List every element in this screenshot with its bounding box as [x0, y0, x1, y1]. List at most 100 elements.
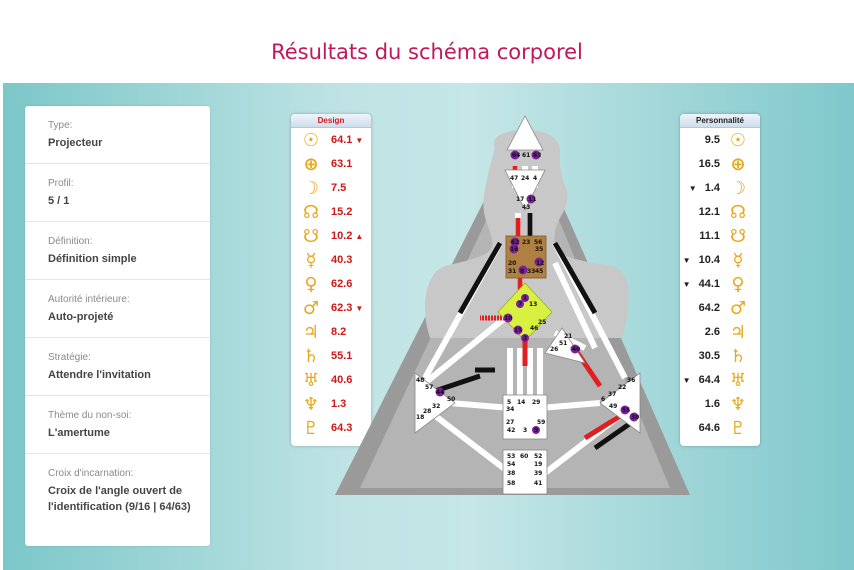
moon-icon: ☽ — [729, 177, 747, 199]
gate-label: 58 — [507, 480, 515, 487]
gate-line-value: 44.1 — [698, 278, 720, 290]
gate-label: 37 — [608, 391, 616, 398]
gate-line-value: 64.3 — [331, 422, 353, 434]
gate-label: 64 — [512, 152, 520, 159]
gate-label: 8 — [520, 268, 524, 275]
design-row: ⊕63.1 — [291, 152, 371, 176]
info-label: Type: — [48, 120, 73, 131]
direction-arrow: ▼ — [682, 279, 691, 289]
design-rows: ☉64.1▼⊕63.1☽7.5☊15.2☋10.2▲☿40.3♀62.6♂62.… — [291, 128, 371, 440]
gate-badge — [513, 325, 523, 335]
design-panel: Design ☉64.1▼⊕63.1☽7.5☊15.2☋10.2▲☿40.3♀6… — [291, 114, 371, 446]
saturn-icon: ♄ — [729, 345, 747, 367]
gate-label: 16 — [510, 246, 518, 253]
personality-row: 16.5⊕ — [680, 152, 760, 176]
gate-label: 63 — [533, 152, 541, 159]
gate-line-value: 11.1 — [699, 230, 720, 242]
gate-label: 28 — [423, 408, 431, 415]
gate-label: 41 — [534, 480, 542, 487]
gate-label: 27 — [506, 419, 514, 426]
gate-label: 4 — [533, 175, 537, 182]
gate-label: 18 — [416, 414, 424, 421]
gate-label: 52 — [534, 453, 542, 460]
info-value: L'amertume — [48, 427, 110, 439]
gate-label: 56 — [534, 239, 542, 246]
gate-line-value: 12.1 — [698, 206, 720, 218]
chart-info-card: Type: Projecteur Profil: 5 / 1 Définitio… — [25, 106, 210, 546]
direction-arrow: ▼ — [355, 135, 364, 145]
channel-35-36-personality — [552, 241, 598, 315]
gate-line-value: 64.2 — [698, 302, 720, 314]
personality-row: 30.5 ♄ — [680, 344, 760, 368]
neptune-icon: ♆ — [729, 393, 747, 415]
gate-line-value: 7.5 — [331, 182, 347, 194]
gate-label: 31 — [508, 268, 516, 275]
earth-icon: ⊕ — [730, 153, 746, 175]
info-value: Attendre l'invitation — [48, 369, 151, 381]
gate-line-value: 1.4 — [704, 182, 720, 194]
gate-label: 50 — [447, 396, 455, 403]
gate-line-value: 63.1 — [331, 158, 353, 170]
personality-row: 12.1 ☊ — [680, 200, 760, 224]
gate-label: 34 — [506, 406, 514, 413]
gate-label: 62 — [511, 239, 519, 246]
gate-labels: 64 61 63 47 24 4 17 11 43 62 23 56 16 35… — [416, 152, 639, 487]
gate-label: 44 — [436, 389, 444, 396]
gate-badge — [531, 150, 541, 160]
personality-row: 9.5☉ — [680, 128, 760, 152]
gate-line-value: 10.4 — [698, 254, 720, 266]
sacral-center — [502, 394, 548, 440]
gate-line-value: 30.5 — [698, 350, 720, 362]
gate-line-value: 1.6 — [704, 398, 720, 410]
personality-panel: Personnalité 9.5☉16.5⊕ ▼ 1.4 ☽ 12.1 ☊11.1☋ ▼ 10… — [680, 114, 760, 446]
personality-rows: 9.5☉16.5⊕▼1.4☽12.1☊11.1☋▼10.4☿▼44.1♀64.2… — [680, 128, 760, 440]
gate-label: 55 — [622, 407, 630, 414]
north-node-icon: ☊ — [730, 201, 746, 223]
gate-label: 53 — [507, 453, 515, 460]
head-center — [506, 115, 544, 151]
gate-label: 2 — [523, 335, 527, 342]
gate-label: 26 — [550, 346, 558, 353]
design-row: ♅40.6 — [291, 368, 371, 392]
info-value: Projecteur — [48, 137, 103, 149]
gate-line-value: 64.4 — [698, 374, 720, 386]
mercury-icon: ☿ — [305, 249, 317, 271]
uranus-icon: ♅ — [302, 369, 320, 391]
personality-panel-title: Personnalité — [680, 114, 760, 128]
design-row: ☽7.5 — [291, 176, 371, 200]
sun-icon: ☉ — [729, 129, 747, 151]
gate-line-value: 8.2 — [331, 326, 347, 338]
direction-arrow: ▼ — [688, 183, 697, 193]
design-row: ☊ 15.2 — [291, 200, 371, 224]
gate-label: 32 — [432, 403, 440, 410]
info-row-strategy: Stratégie: Attendre l'invitation — [25, 338, 210, 396]
gate-label: 61 — [522, 152, 530, 159]
north-node-icon: ☊ — [303, 201, 319, 223]
gate-badge — [521, 334, 529, 342]
root-center — [502, 449, 548, 495]
personality-row: 64.2♂ — [680, 296, 760, 320]
gate-label: 45 — [535, 268, 543, 275]
info-label: Autorité intérieure: — [48, 294, 130, 305]
gate-label: 40 — [572, 346, 580, 353]
gate-label: 22 — [618, 384, 626, 391]
info-row-type: Type: Projecteur — [25, 106, 210, 164]
gate-label: 42 — [507, 427, 515, 434]
sun-icon: ☉ — [302, 129, 320, 151]
gate-line-value: 15.2 — [331, 206, 353, 218]
gate-label: 23 — [522, 239, 530, 246]
south-node-icon: ☋ — [303, 225, 319, 247]
gate-label: 60 — [520, 453, 528, 460]
mercury-icon: ☿ — [732, 249, 744, 271]
design-row: ♄55.1 — [291, 344, 371, 368]
info-label: Stratégie: — [48, 352, 91, 363]
page-title: Résultats du schéma corporel — [271, 40, 583, 64]
info-value: Croix de l'angle ouvert de l'identificat… — [48, 485, 191, 513]
design-row: ♀62.6 — [291, 272, 371, 296]
saturn-icon: ♄ — [302, 345, 320, 367]
info-label: Thème du non-soi: — [48, 410, 132, 421]
neptune-icon: ♆ — [302, 393, 320, 415]
gate-label: 46 — [530, 325, 538, 332]
personality-row: 11.1☋ — [680, 224, 760, 248]
gate-badge — [510, 150, 520, 160]
